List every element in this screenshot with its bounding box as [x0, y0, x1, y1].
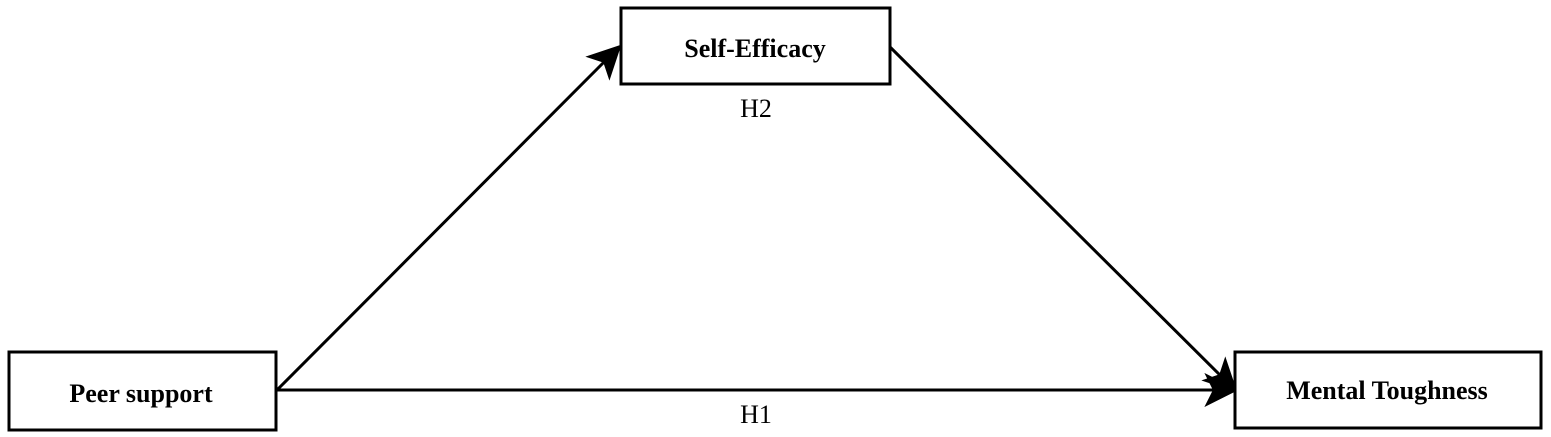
node-self-efficacy: Self-Efficacy: [619, 6, 892, 86]
edge-peer-support-to-self-efficacy: [275, 44, 622, 392]
edge-self-efficacy-to-mental-toughness: [888, 45, 1238, 393]
node-peer-support-box: [7, 350, 278, 432]
edge-label-h1: H1: [740, 400, 772, 429]
node-mental-toughness-box: [1233, 350, 1543, 430]
edge-label-h2: H2: [740, 94, 772, 123]
node-self-efficacy-box: [619, 6, 892, 86]
node-mental-toughness-label: Mental Toughness: [1286, 376, 1488, 405]
node-peer-support-label: Peer support: [69, 379, 213, 408]
node-self-efficacy-label: Self-Efficacy: [684, 34, 826, 63]
node-mental-toughness: Mental Toughness: [1233, 350, 1543, 430]
node-peer-support: Peer support: [7, 350, 278, 432]
